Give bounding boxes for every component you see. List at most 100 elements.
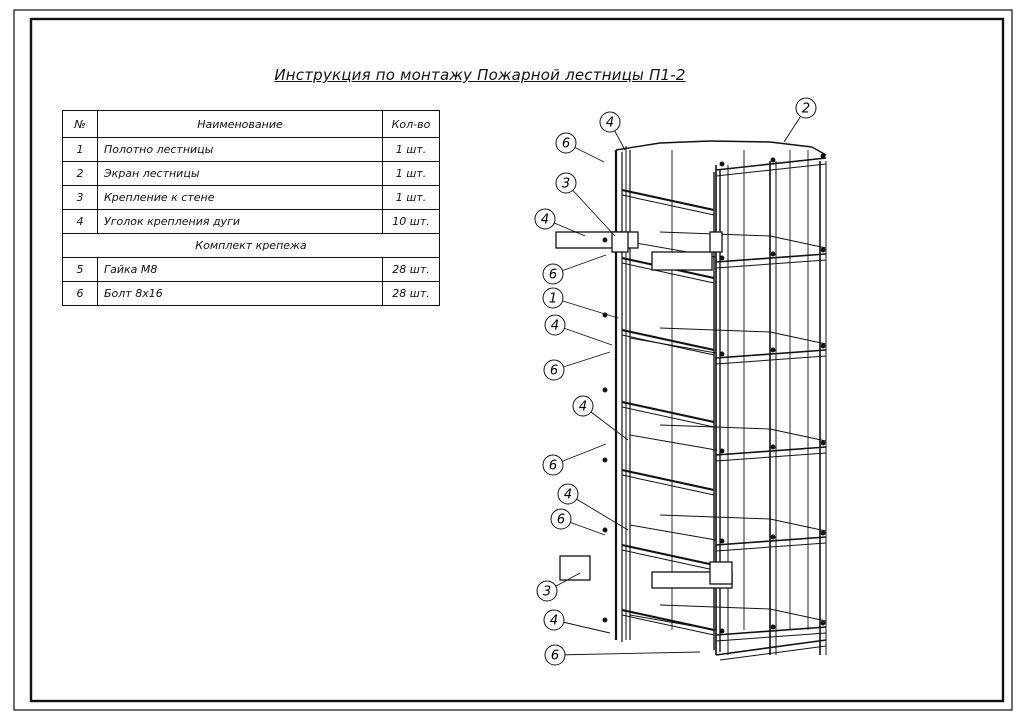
cage-hoop-back <box>659 604 771 610</box>
bolt-hole <box>719 538 725 544</box>
bolt-hole <box>770 444 776 450</box>
bolt-hole <box>820 530 826 536</box>
cage-hoop-back <box>769 608 827 622</box>
cage-hoop-back <box>629 434 717 451</box>
row-qty: 28 шт. <box>382 281 440 306</box>
bolt-hole <box>820 343 826 349</box>
table-row: 3 Крепление к стене 1 шт. <box>62 185 440 210</box>
callout-circle <box>544 644 566 666</box>
table-row: 2 Экран лестницы 1 шт. <box>62 161 440 186</box>
bolt-hole <box>820 440 826 446</box>
cage-bottom <box>715 639 827 656</box>
ladder-rung <box>621 329 715 351</box>
cage-hoop <box>715 452 827 462</box>
bolt-hole <box>602 617 608 623</box>
cage-top-front <box>715 163 827 177</box>
callout-circle <box>543 609 565 631</box>
bolt-hole <box>820 153 826 159</box>
callout-balloon: 3 <box>555 172 616 237</box>
drawing-title: Инструкция по монтажу Пожарной лестницы … <box>274 66 686 84</box>
table-row: 4 Уголок крепления дуги 10 шт. <box>62 209 440 234</box>
cage-hoop <box>715 446 827 456</box>
callout-balloon: 4 <box>599 111 626 151</box>
cage-top-front <box>715 157 827 171</box>
bolt-hole <box>770 534 776 540</box>
ladder-rung <box>621 406 715 428</box>
callout-balloon: 1 <box>542 287 619 319</box>
cage-hoop-back <box>769 331 827 345</box>
cage-hoop-back <box>769 428 827 442</box>
bolt-hole <box>602 527 608 533</box>
callout-circle <box>536 580 558 602</box>
table-row: 5 Гайка М8 28 шт. <box>62 257 440 282</box>
bolt-hole <box>602 387 608 393</box>
callout-balloon: 6 <box>550 508 606 536</box>
callout-leader <box>567 493 629 531</box>
callout-label: 1 <box>549 292 557 307</box>
cage-hoop-back <box>629 337 717 354</box>
row-no: 2 <box>62 161 98 186</box>
callout-label: 6 <box>550 364 558 379</box>
cage-hoop-back <box>629 614 717 631</box>
callout-circle <box>543 359 565 381</box>
callout-circle <box>599 111 621 133</box>
callout-label: 3 <box>543 585 551 600</box>
callout-circle <box>555 172 577 194</box>
callout-balloon: 4 <box>557 483 629 531</box>
callout-balloon: 4 <box>534 208 586 237</box>
cage-hoop-back <box>659 514 771 520</box>
cage-hoop <box>715 626 827 636</box>
bolt-hole <box>602 237 608 243</box>
cage-top-arc <box>769 141 813 148</box>
cage-hoop <box>715 253 827 263</box>
cage-hoop <box>715 536 827 546</box>
callout-leader <box>552 297 619 319</box>
bracket-plate <box>651 251 713 271</box>
cage-hoop <box>715 542 827 552</box>
callout-label: 2 <box>802 102 810 117</box>
bolt-hole <box>820 247 826 253</box>
callout-circle <box>795 97 817 119</box>
cage-hoop-back <box>769 518 827 532</box>
bolt-hole <box>820 620 826 626</box>
ladder-rung <box>621 469 715 491</box>
callout-balloon: 4 <box>572 395 629 441</box>
callout-balloon: 4 <box>544 314 613 346</box>
bolt-hole <box>770 624 776 630</box>
callout-circle <box>542 287 564 309</box>
cage-hoop-back <box>629 524 717 541</box>
row-name: Болт 8х16 <box>97 281 383 306</box>
table-row: 6 Болт 8х16 28 шт. <box>62 281 440 306</box>
ladder-rung <box>621 262 715 284</box>
bolt-hole <box>719 628 725 634</box>
callout-circle <box>542 454 564 476</box>
table-section-row: Комплект крепежа <box>62 233 440 258</box>
callout-label: 6 <box>549 268 557 283</box>
bracket-plate <box>611 231 629 253</box>
row-no: 3 <box>62 185 98 210</box>
cage-hoop-back <box>769 235 827 249</box>
callout-circle <box>572 395 594 417</box>
callout-circle <box>550 508 572 530</box>
callout-label: 4 <box>550 614 558 629</box>
row-name: Уголок крепления дуги <box>97 209 383 234</box>
header-qty: Кол-во <box>382 110 440 138</box>
callout-balloon: 4 <box>543 609 611 634</box>
bracket-plate <box>709 561 733 585</box>
callout-label: 4 <box>579 400 587 415</box>
ladder-rung <box>621 474 715 496</box>
bolt-hole <box>719 351 725 357</box>
callout-balloon: 6 <box>542 254 607 285</box>
cage-top-arc <box>615 142 661 151</box>
callout-label: 6 <box>549 459 557 474</box>
bolt-hole <box>719 448 725 454</box>
cage-hoop <box>715 355 827 365</box>
cage-hoop-back <box>659 327 771 333</box>
row-no: 4 <box>62 209 98 234</box>
row-no: 5 <box>62 257 98 282</box>
ladder-rung <box>621 614 715 636</box>
ladder-rung <box>621 544 715 566</box>
callout-label: 6 <box>562 137 570 152</box>
